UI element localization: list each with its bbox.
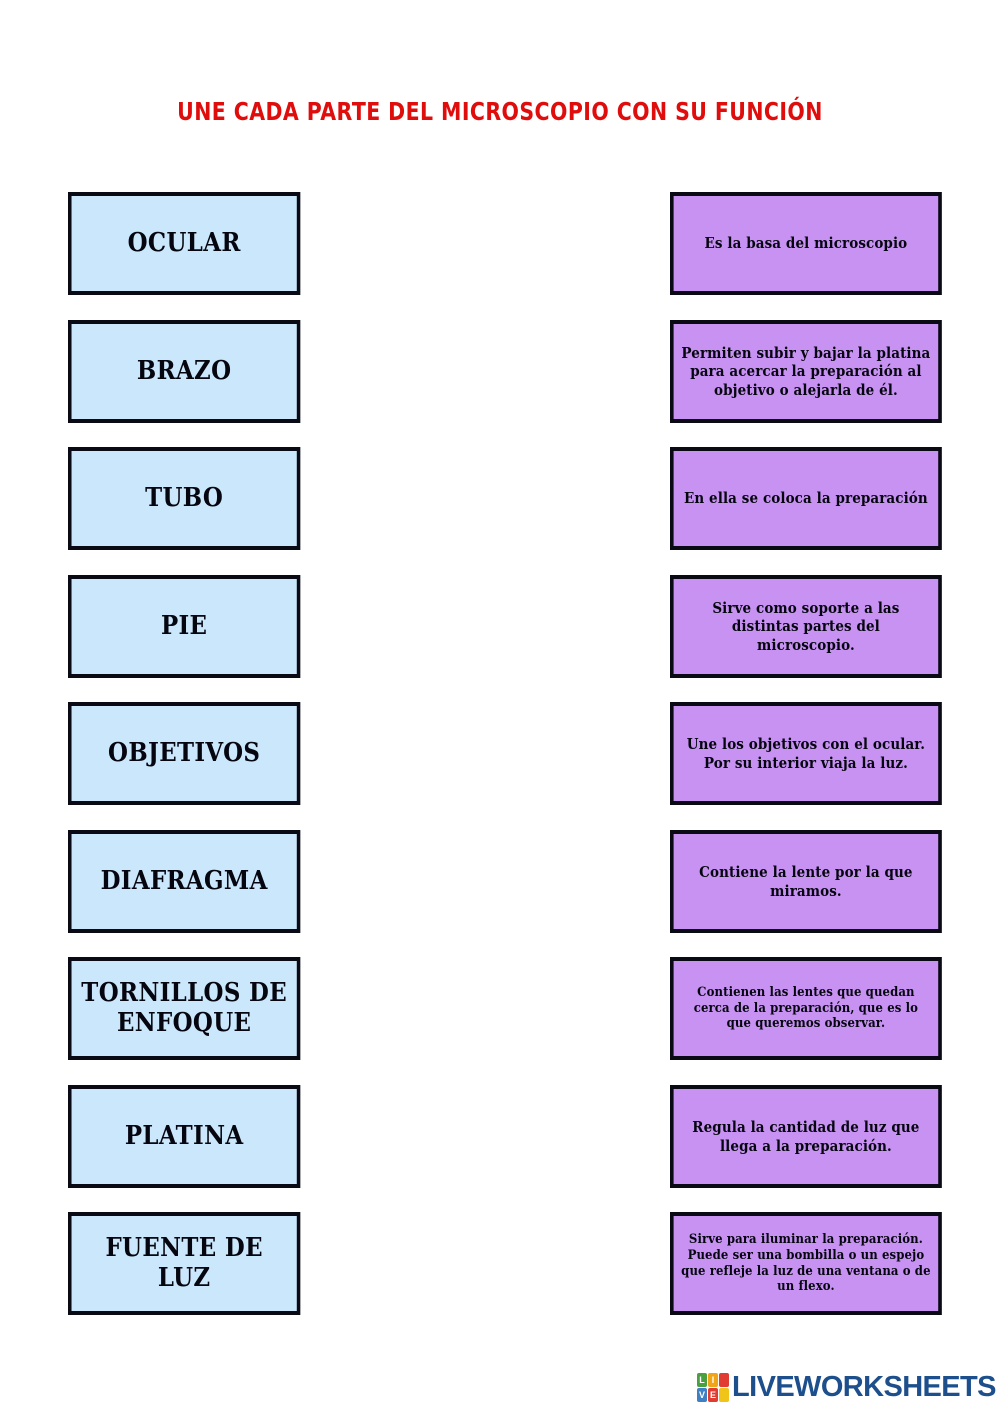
term-card[interactable]: PIE <box>68 575 301 678</box>
logo-tile-icon: L <box>697 1372 707 1387</box>
definition-card[interactable]: Sirve como soporte a las distintas parte… <box>670 575 942 678</box>
definition-card[interactable]: Contiene la lente por la que miramos. <box>670 830 942 933</box>
term-label: OCULAR <box>127 227 241 258</box>
definition-text: Contiene la lente por la que miramos. <box>699 863 913 900</box>
term-label: TUBO <box>145 482 224 513</box>
term-label: PIE <box>160 610 208 641</box>
term-label: OBJETIVOS <box>108 737 261 768</box>
term-card[interactable]: DIAFRAGMA <box>68 830 301 933</box>
logo-tile-icon: E <box>708 1387 718 1402</box>
definition-text: Une los objetivos con el ocular. Por su … <box>686 735 926 772</box>
term-card[interactable]: OBJETIVOS <box>68 702 301 805</box>
page-title: UNE CADA PARTE DEL MICROSCOPIO CON SU FU… <box>177 96 823 126</box>
definition-text: Sirve como soporte a las distintas parte… <box>712 599 900 654</box>
logo-tile-icon <box>719 1387 729 1402</box>
logo-tile-icon: V <box>697 1387 707 1402</box>
definition-card[interactable]: Une los objetivos con el ocular. Por su … <box>670 702 942 805</box>
term-label: FUENTE DE LUZ <box>105 1233 263 1293</box>
definition-card[interactable]: Es la basa del microscopio <box>670 192 942 295</box>
definition-text: Permiten subir y bajar la platina para a… <box>681 344 931 399</box>
definition-card[interactable]: Permiten subir y bajar la platina para a… <box>670 320 942 423</box>
term-label: TORNILLOS DE ENFOQUE <box>81 978 288 1038</box>
logo-tile-icon <box>719 1372 729 1387</box>
definition-text: Contienen las lentes que quedan cerca de… <box>693 984 919 1032</box>
term-card[interactable]: BRAZO <box>68 320 301 423</box>
term-card[interactable]: PLATINA <box>68 1085 301 1188</box>
definition-text: Sirve para iluminar la preparación. Pued… <box>681 1231 931 1295</box>
definition-text: Regula la cantidad de luz que llega a la… <box>692 1118 920 1155</box>
term-card[interactable]: TUBO <box>68 447 301 550</box>
definition-text: Es la basa del microscopio <box>704 234 908 253</box>
term-label: DIAFRAGMA <box>100 865 268 896</box>
logo-tile-icon: I <box>708 1372 718 1387</box>
definition-card[interactable]: Contienen las lentes que quedan cerca de… <box>670 957 942 1060</box>
definition-card[interactable]: En ella se coloca la preparación <box>670 447 942 550</box>
term-card[interactable]: TORNILLOS DE ENFOQUE <box>68 957 301 1060</box>
definition-card[interactable]: Regula la cantidad de luz que llega a la… <box>670 1085 942 1188</box>
logo-wordmark: LIVEWORKSHEETS <box>732 1370 997 1403</box>
definition-text: En ella se coloca la preparación <box>683 489 928 508</box>
term-card[interactable]: FUENTE DE LUZ <box>68 1212 301 1315</box>
term-label: BRAZO <box>136 355 232 386</box>
definition-card[interactable]: Sirve para iluminar la preparación. Pued… <box>670 1212 942 1315</box>
term-card[interactable]: OCULAR <box>68 192 301 295</box>
term-label: PLATINA <box>124 1120 244 1151</box>
matching-exercise-area: OCULAR BRAZO TUBO PIE OBJETIVOS DIAFRAGM… <box>0 192 1000 1322</box>
